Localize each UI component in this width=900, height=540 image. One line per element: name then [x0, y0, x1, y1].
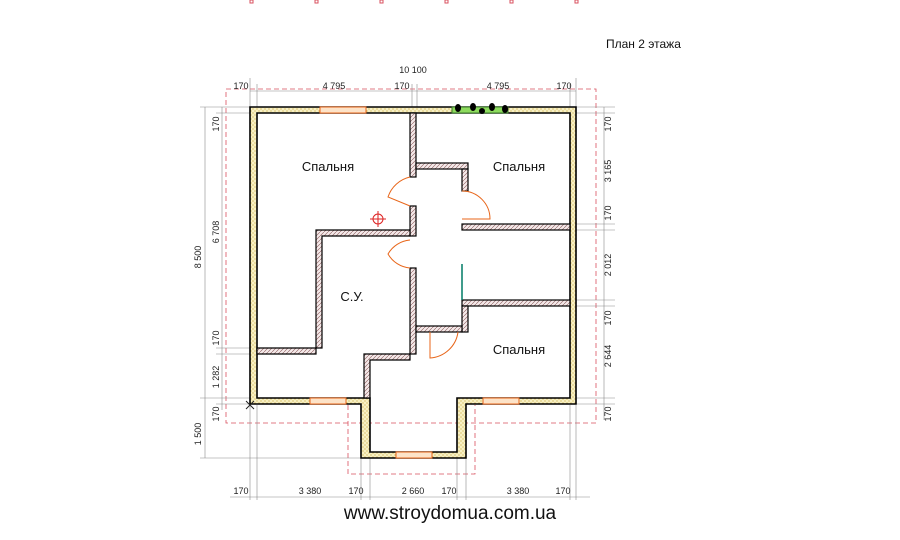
dim-left-4: 1 282	[211, 366, 221, 389]
dim-right-6: 2 644	[603, 345, 613, 368]
dim-bottom-1: 170	[233, 486, 248, 496]
dim-bottom-7: 170	[555, 486, 570, 496]
room-label-bathroom: С.У.	[340, 289, 363, 304]
dim-left-3: 170	[211, 330, 221, 345]
dim-top-total: 10 100	[399, 65, 427, 75]
dim-right-7: 170	[603, 406, 613, 421]
dim-left-5: 170	[211, 406, 221, 421]
dim-bottom-2: 3 380	[299, 486, 322, 496]
origin-cross	[245, 400, 255, 410]
dim-right-3: 170	[603, 205, 613, 220]
interior-walls	[256, 112, 571, 399]
dim-bottom-5: 170	[441, 486, 456, 496]
dim-bottom-3: 170	[348, 486, 363, 496]
dim-left-total: 8 500	[193, 246, 203, 269]
dim-top-1: 170	[233, 81, 248, 91]
dimension-lines	[200, 78, 615, 500]
website-url: www.stroydomua.com.ua	[343, 503, 557, 524]
window-posts	[455, 103, 508, 114]
room-label-bedroom-top-left: Спальня	[302, 159, 354, 174]
room-label-bedroom-top-right: Спальня	[493, 159, 545, 174]
exterior-wall	[249, 106, 577, 459]
dim-left-2: 6 708	[211, 221, 221, 244]
dim-top-2: 4 795	[323, 81, 346, 91]
room-label-bedroom-bottom-right: Спальня	[493, 342, 545, 357]
plan-title: План 2 этажа	[606, 37, 681, 51]
dim-top-5: 170	[556, 81, 571, 91]
doors	[387, 176, 491, 359]
dim-top-3: 170	[394, 81, 409, 91]
dim-right-1: 170	[603, 116, 613, 131]
dim-right-5: 170	[603, 310, 613, 325]
dim-bottom-6: 3 380	[507, 486, 530, 496]
windows	[309, 106, 520, 459]
dim-left-6: 1 500	[193, 423, 203, 446]
dim-bottom-4: 2 660	[402, 486, 425, 496]
dim-left-1: 170	[211, 116, 221, 131]
dashed-outline	[225, 88, 597, 475]
dim-top-4: 4 795	[487, 81, 510, 91]
dim-right-2: 3 165	[603, 160, 613, 183]
dim-right-4: 2 012	[603, 254, 613, 277]
center-marker	[370, 211, 386, 227]
top-edge-marks	[249, 0, 579, 4]
